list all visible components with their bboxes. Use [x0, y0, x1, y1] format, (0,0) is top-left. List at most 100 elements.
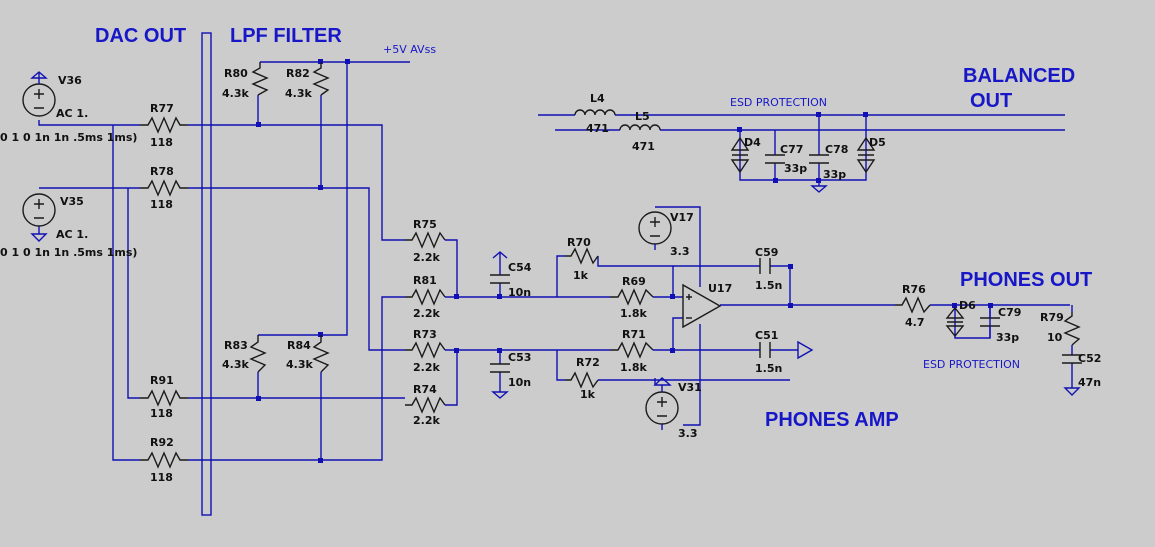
capacitor-c78	[809, 154, 829, 193]
label-r76: R76	[902, 283, 926, 296]
label-r81: R81	[413, 274, 437, 287]
label-r75: R75	[413, 218, 437, 231]
capacitor-c79	[980, 305, 1000, 338]
resistor-r74	[405, 396, 446, 414]
value-r81: 2.2k	[413, 307, 440, 320]
label-r70: R70	[567, 236, 591, 249]
value-c78: 33p	[823, 168, 846, 181]
value-v36: AC 1.	[56, 107, 88, 120]
value-r80: 4.3k	[222, 87, 249, 100]
heading-dac-out: DAC OUT	[95, 25, 186, 47]
heading-labels: DAC OUT LPF FILTER BALANCED OUT PHONES O…	[95, 25, 1092, 431]
value-r83: 4.3k	[222, 358, 249, 371]
value-r91: 118	[150, 407, 173, 420]
capacitor-c54	[490, 251, 510, 284]
resistor-r70	[565, 247, 599, 265]
resistor-r69	[610, 288, 654, 306]
value-c54: 10n	[508, 286, 531, 299]
label-c77: C77	[780, 143, 803, 156]
label-r83: R83	[224, 339, 248, 352]
resistor-r77	[140, 116, 188, 134]
value-r70: 1k	[573, 269, 589, 282]
resistor-r75	[405, 231, 446, 249]
diode-d6	[945, 306, 965, 338]
capacitor-c53	[490, 363, 510, 399]
resistor-r91	[140, 389, 188, 407]
value-r76: 4.7	[905, 316, 925, 329]
diode-d5	[856, 136, 876, 174]
label-l5: L5	[635, 110, 650, 123]
resistor-r72	[565, 371, 599, 389]
label-r69: R69	[622, 275, 646, 288]
label-d6: D6	[959, 299, 976, 312]
label-l4: L4	[590, 92, 605, 105]
resistor-r84	[312, 335, 330, 373]
capacitor-c77	[765, 154, 785, 164]
label-c52: C52	[1078, 352, 1101, 365]
heading-balanced: BALANCED	[963, 65, 1075, 87]
label-d4: D4	[744, 136, 761, 149]
junctions	[256, 59, 993, 463]
value-r79: 10	[1047, 331, 1063, 344]
capacitor-c59	[759, 258, 771, 274]
net-label-esd-bottom: ESD PROTECTION	[923, 358, 1020, 371]
value-r69: 1.8k	[620, 307, 647, 320]
label-v36: V36	[58, 74, 82, 87]
value-c52: 47n	[1078, 376, 1101, 389]
label-v35: V35	[60, 195, 84, 208]
resistor-r80	[251, 62, 269, 96]
resistor-r81	[405, 288, 446, 306]
label-c51: C51	[755, 329, 778, 342]
label-c78: C78	[825, 143, 848, 156]
label-c59: C59	[755, 246, 778, 259]
value-r82: 4.3k	[285, 87, 312, 100]
label-r92: R92	[150, 436, 174, 449]
net-label-esd-top: ESD PROTECTION	[730, 96, 827, 109]
label-c53: C53	[508, 351, 531, 364]
label-c79: C79	[998, 306, 1021, 319]
heading-phones-amp: PHONES AMP	[765, 409, 899, 431]
label-r78: R78	[150, 165, 174, 178]
label-u17: U17	[708, 282, 732, 295]
label-r72: R72	[576, 356, 600, 369]
label-r74: R74	[413, 383, 437, 396]
resistor-r79	[1063, 312, 1081, 346]
source-v31	[645, 377, 679, 430]
value-l4: 471	[586, 122, 609, 135]
heading-lpf-filter: LPF FILTER	[230, 25, 342, 47]
source-v35	[22, 193, 56, 242]
spec-v36: 0 1 0 1n 1n .5ms 1ms)	[0, 131, 137, 144]
capacitor-c52	[1062, 354, 1082, 396]
value-c79: 33p	[996, 331, 1019, 344]
diode-d4	[730, 136, 750, 174]
value-c51: 1.5n	[755, 362, 782, 375]
heading-out: OUT	[970, 90, 1012, 112]
value-l5: 471	[632, 140, 655, 153]
value-r75: 2.2k	[413, 251, 440, 264]
source-v17	[638, 211, 672, 250]
label-r82: R82	[286, 67, 310, 80]
value-c59: 1.5n	[755, 279, 782, 292]
resistor-r78	[140, 179, 188, 197]
capacitor-c51	[759, 340, 814, 360]
heading-phones-out: PHONES OUT	[960, 269, 1092, 291]
spec-v35: 0 1 0 1n 1n .5ms 1ms)	[0, 246, 137, 259]
value-v17: 3.3	[670, 245, 690, 258]
value-r72: 1k	[580, 388, 596, 401]
resistor-r71	[610, 341, 654, 359]
label-d5: D5	[869, 136, 886, 149]
value-r84: 4.3k	[286, 358, 313, 371]
label-r79: R79	[1040, 311, 1064, 324]
label-r73: R73	[413, 328, 437, 341]
net-label-supply: +5V AVss	[383, 43, 436, 56]
value-v31: 3.3	[678, 427, 698, 440]
value-r77: 118	[150, 136, 173, 149]
inductor-l5	[619, 124, 661, 131]
resistor-r92	[140, 451, 188, 469]
label-r80: R80	[224, 67, 248, 80]
resistor-r82	[312, 62, 330, 96]
resistor-r73	[405, 341, 446, 359]
label-v31: V31	[678, 381, 702, 394]
